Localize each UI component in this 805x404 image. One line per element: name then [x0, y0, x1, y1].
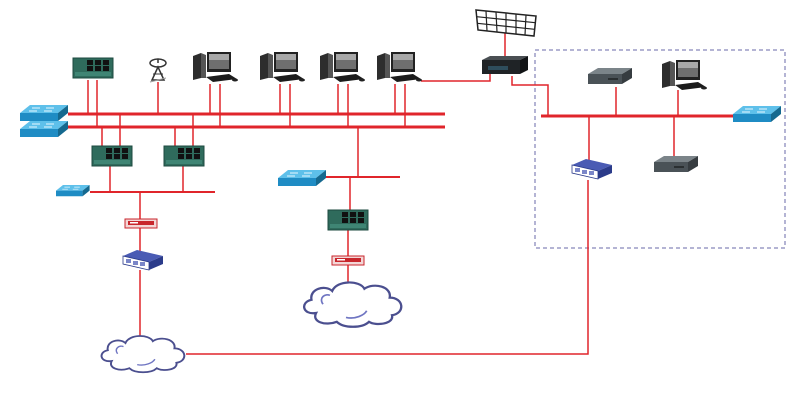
- link-ws4-controller: [421, 72, 491, 82]
- controller-icon[interactable]: [482, 56, 528, 74]
- cloud-icon[interactable]: [100, 335, 186, 374]
- chassis-icon[interactable]: [91, 145, 133, 167]
- link-wan: [186, 180, 589, 355]
- server-icon[interactable]: [588, 68, 632, 84]
- remote-site-boundary: [534, 49, 786, 249]
- computer-icon[interactable]: [193, 52, 238, 82]
- server-icon[interactable]: [654, 156, 698, 172]
- nodes: [19, 9, 782, 374]
- switch-icon[interactable]: [19, 104, 69, 122]
- computer-icon[interactable]: [662, 60, 707, 90]
- router-icon[interactable]: [571, 158, 613, 180]
- firewall-icon[interactable]: [331, 255, 365, 266]
- switch-icon[interactable]: [277, 169, 327, 187]
- computer-icon[interactable]: [377, 52, 422, 82]
- computer-icon[interactable]: [260, 52, 305, 82]
- switch-icon[interactable]: [732, 105, 782, 123]
- computer-icon[interactable]: [320, 52, 365, 82]
- chassis-icon[interactable]: [327, 209, 369, 231]
- cloud-icon[interactable]: [302, 281, 403, 328]
- video-wall-icon[interactable]: [475, 9, 537, 37]
- switch-icon[interactable]: [55, 184, 90, 197]
- chassis-icon[interactable]: [72, 57, 114, 79]
- chassis-icon[interactable]: [163, 145, 205, 167]
- firewall-icon[interactable]: [124, 218, 158, 229]
- router-icon[interactable]: [122, 249, 164, 271]
- switch-icon[interactable]: [19, 120, 69, 138]
- antenna-icon[interactable]: [149, 58, 167, 83]
- links: [68, 32, 735, 355]
- link-controller-remote: [511, 76, 549, 116]
